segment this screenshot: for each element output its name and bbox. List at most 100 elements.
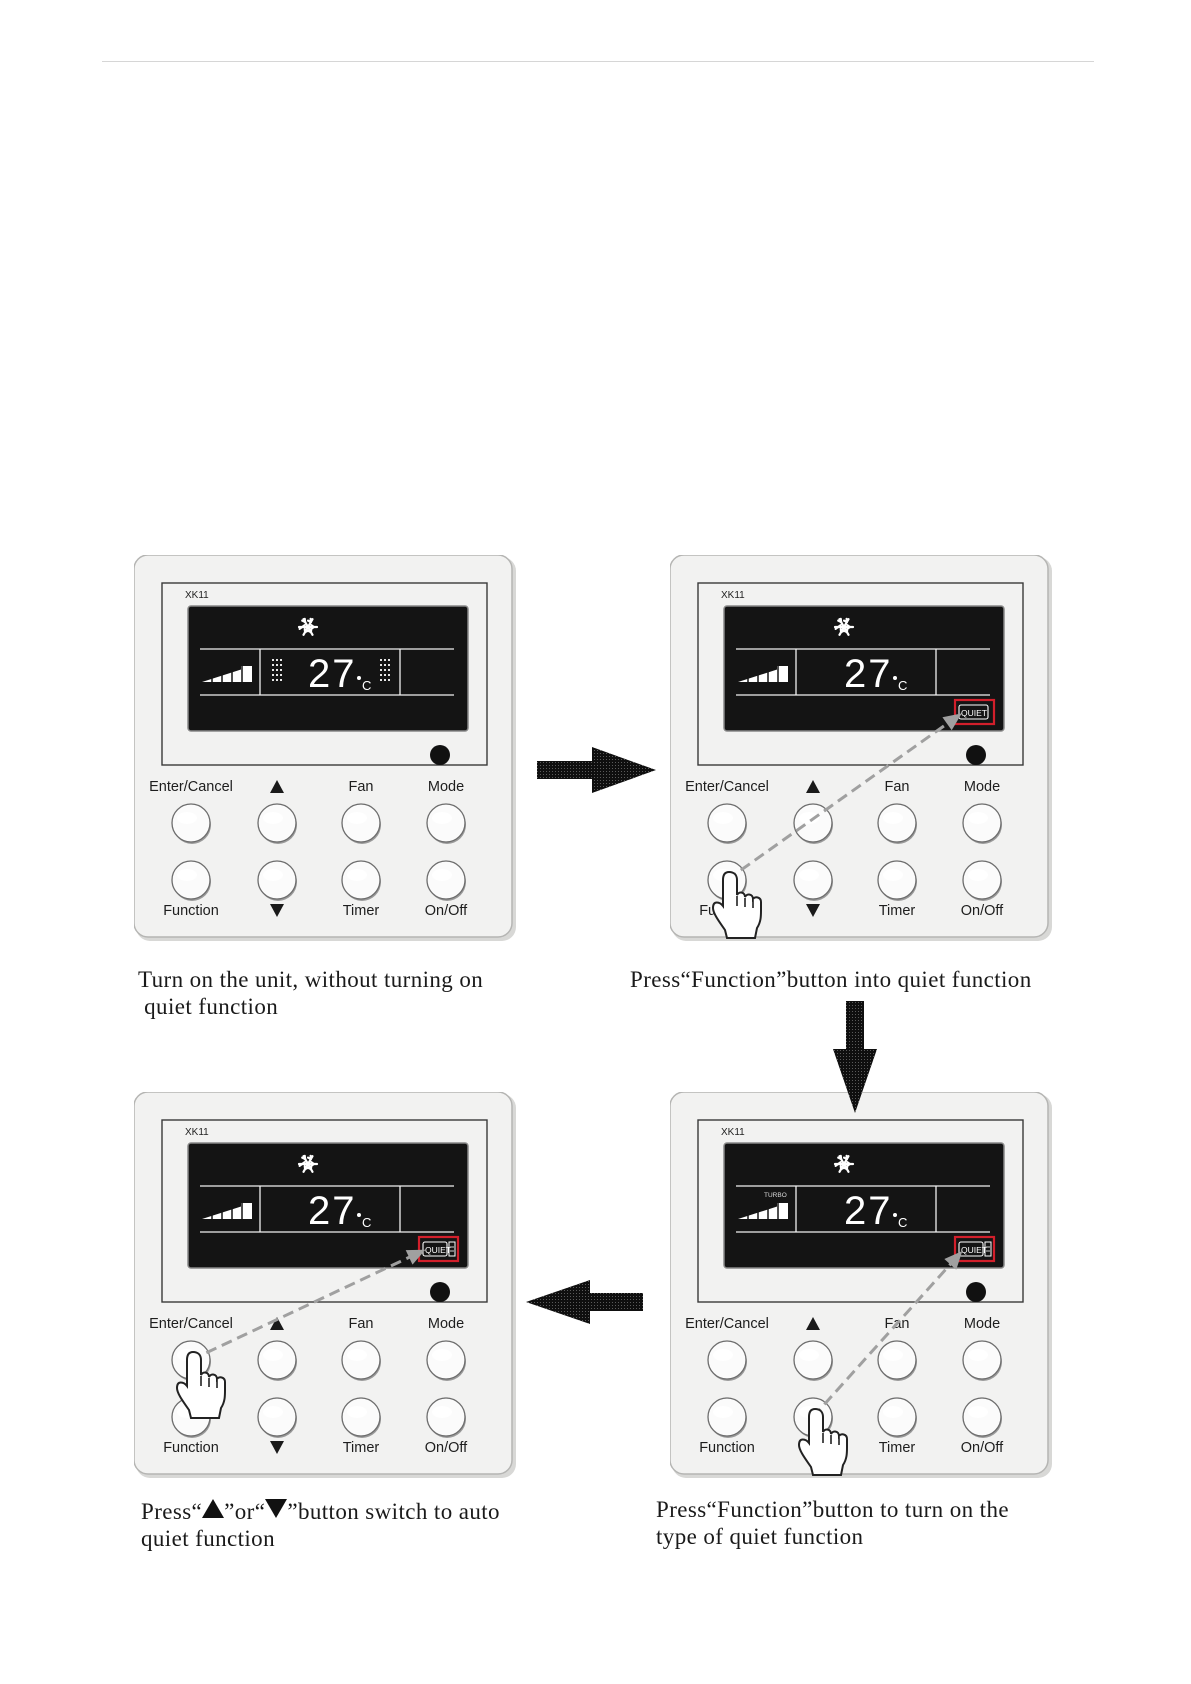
fan-speed-bars (738, 1200, 788, 1220)
model-label: XK11 (721, 590, 745, 601)
caption-step1: Turn on the unit, without turning on qui… (138, 966, 483, 1020)
sensor-dot (966, 1282, 986, 1302)
caption-step4: Press“”or“”button switch to auto quiet f… (141, 1498, 500, 1552)
up-button[interactable] (257, 803, 297, 844)
on-off-button[interactable] (962, 860, 1002, 901)
mode-button[interactable] (962, 803, 1002, 844)
caption-step2-line1: Press“Function”button into quiet functio… (630, 967, 1032, 992)
caption-step3-line2: type of quiet function (656, 1524, 864, 1549)
fan-label: Fan (349, 779, 374, 795)
caption-step4-line2: quiet function (141, 1526, 275, 1551)
fan-speed-bars (202, 663, 252, 683)
function-label: Function (163, 903, 219, 919)
fan-button[interactable] (877, 803, 917, 844)
temperature-readout: 27 (308, 652, 357, 696)
header-rule (102, 61, 1094, 62)
on-off-button[interactable] (426, 860, 466, 901)
down-button[interactable] (257, 1397, 297, 1438)
pointing-hand-icon (711, 870, 762, 939)
svg-text:QUIET: QUIET (961, 708, 987, 718)
mode-label: Mode (964, 779, 1000, 795)
enter-cancel-button[interactable] (707, 803, 747, 844)
degree-dot (893, 676, 897, 680)
on-off-label: On/Off (425, 1440, 468, 1456)
fan-button[interactable] (341, 1340, 381, 1381)
fan-label: Fan (885, 779, 910, 795)
down-arrow-icon (270, 1441, 284, 1454)
controller-panel-step2: XK1127CQUIETEnter/CancelFanModeFunctionT… (669, 554, 1054, 943)
arrow-left-3-to-4 (526, 1280, 643, 1324)
caption-step4-mid: ”or“ (224, 1499, 266, 1524)
pointing-hand-icon (797, 1407, 848, 1476)
caption-step1-line2: quiet function (138, 994, 279, 1019)
up-button[interactable] (793, 803, 833, 844)
degree-dot (893, 1213, 897, 1217)
display-frame (697, 582, 1024, 766)
quiet-indicator: QUIET (953, 698, 996, 726)
mode-label: Mode (964, 1316, 1000, 1332)
display-frame (697, 1119, 1024, 1303)
function-button[interactable] (707, 1397, 747, 1438)
down-arrow-icon (806, 904, 820, 917)
timer-button[interactable] (877, 1397, 917, 1438)
up-triangle-icon (202, 1499, 225, 1518)
timer-label: Timer (343, 903, 380, 919)
down-button[interactable] (257, 860, 297, 901)
caption-step1-line1: Turn on the unit, without turning on (138, 967, 484, 992)
timer-button[interactable] (341, 860, 381, 901)
caption-step4-line1: Press“”or“”button switch to auto (141, 1498, 500, 1525)
enter-cancel-button[interactable] (707, 1340, 747, 1381)
caption-step3-line1: Press“Function”button to turn on the (656, 1497, 1009, 1522)
snowflake-icon (297, 1154, 319, 1173)
model-label: XK11 (185, 590, 209, 601)
sensor-dot (430, 1282, 450, 1302)
down-arrow-icon (270, 904, 284, 917)
up-arrow-icon (270, 1317, 284, 1330)
mode-button[interactable] (962, 1340, 1002, 1381)
down-triangle-icon (265, 1499, 288, 1518)
timer-label: Timer (879, 903, 916, 919)
timer-button[interactable] (341, 1397, 381, 1438)
timer-button[interactable] (877, 860, 917, 901)
up-button[interactable] (257, 1340, 297, 1381)
temperature-readout: 27 (844, 1189, 893, 1233)
degree-dot (357, 676, 361, 680)
temperature-readout: 27 (308, 1189, 357, 1233)
function-label: Function (163, 1440, 219, 1456)
fan-button[interactable] (877, 1340, 917, 1381)
svg-text:QUIET: QUIET (961, 1245, 987, 1255)
sensor-dot (966, 745, 986, 765)
sensor-dot (430, 745, 450, 765)
enter-cancel-label: Enter/Cancel (149, 1316, 233, 1332)
caption-step4-prefix: Press“ (141, 1499, 203, 1524)
temperature-unit: C (898, 1215, 907, 1230)
mode-button[interactable] (426, 803, 466, 844)
fan-button[interactable] (341, 803, 381, 844)
function-button[interactable] (171, 860, 211, 901)
dashed-guide-arrow (726, 713, 962, 882)
enter-cancel-button[interactable] (171, 803, 211, 844)
on-off-button[interactable] (962, 1397, 1002, 1438)
caption-step2: Press“Function”button into quiet functio… (630, 966, 1032, 993)
enter-cancel-label: Enter/Cancel (149, 779, 233, 795)
up-arrow-icon (806, 1317, 820, 1330)
caption-step3: Press“Function”button to turn on the typ… (656, 1496, 1009, 1550)
degree-dot (357, 1213, 361, 1217)
quiet-indicator: QUIET (953, 1235, 996, 1263)
turbo-indicator: TURBO (764, 1192, 787, 1199)
arrow-down-2-to-3 (833, 1001, 877, 1113)
mode-button[interactable] (426, 1340, 466, 1381)
temperature-unit: C (362, 1215, 371, 1230)
down-button[interactable] (793, 860, 833, 901)
on-off-label: On/Off (425, 903, 468, 919)
on-off-button[interactable] (426, 1397, 466, 1438)
up-arrow-icon (806, 780, 820, 793)
temperature-unit: C (362, 678, 371, 693)
up-button[interactable] (793, 1340, 833, 1381)
on-off-label: On/Off (961, 1440, 1004, 1456)
dashed-guide-arrow (811, 1250, 963, 1419)
timer-label: Timer (879, 1440, 916, 1456)
